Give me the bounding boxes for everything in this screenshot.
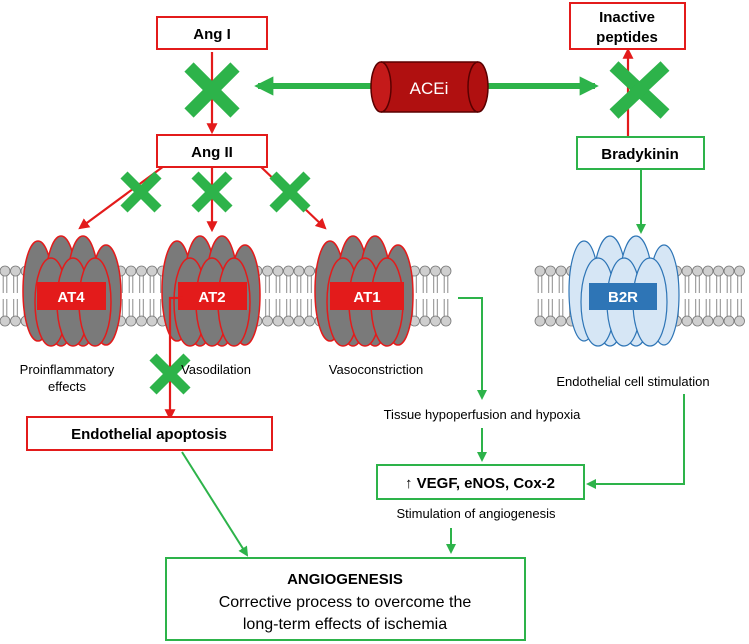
lipid-head xyxy=(262,265,273,277)
b2r-label: B2R xyxy=(608,289,638,306)
block-cross-apoptosis xyxy=(149,353,191,395)
lipid-head xyxy=(304,265,315,277)
angiogenesis-line1: Corrective process to overcome the xyxy=(219,594,472,611)
lipid-head xyxy=(272,265,284,277)
lipid-head xyxy=(125,265,137,277)
lipid-head xyxy=(702,265,714,277)
at1-label: AT1 xyxy=(353,289,380,306)
lipid-head xyxy=(430,265,441,277)
apoptosis-label: Endothelial apoptosis xyxy=(71,426,227,443)
lipid-head xyxy=(713,315,724,327)
at2-label: AT2 xyxy=(198,289,225,306)
vasoconstriction-label: Vasoconstriction xyxy=(329,362,423,377)
lipid-head xyxy=(555,315,567,327)
lipid-head xyxy=(146,315,158,327)
stimulation-angiogenesis-label: Stimulation of angiogenesis xyxy=(397,506,556,521)
lipid-head xyxy=(419,315,431,327)
acei-drug-capsule: ACEi xyxy=(370,61,489,113)
lipid-head xyxy=(681,315,693,327)
lipid-head xyxy=(713,265,724,277)
lipid-head xyxy=(293,315,305,327)
node-ang2: Ang II xyxy=(156,134,268,168)
endothelial-stimulation-label: Endothelial cell stimulation xyxy=(556,374,709,389)
lipid-head xyxy=(534,265,546,277)
lipid-head xyxy=(146,265,158,277)
lipid-head xyxy=(272,315,284,327)
lipid-head xyxy=(681,265,693,277)
lipid-head xyxy=(440,265,452,277)
block-cross-at1 xyxy=(269,171,311,213)
angiogenesis-line2: long-term effects of ischemia xyxy=(243,616,447,633)
lipid-head xyxy=(545,315,556,327)
lipid-head xyxy=(262,315,273,327)
lipid-head xyxy=(10,315,21,327)
proinflammatory-label-1: Proinflammatory xyxy=(20,362,115,377)
receptor-at1: AT1 xyxy=(314,235,414,347)
lipid-head xyxy=(0,315,11,327)
lipid-head xyxy=(734,265,745,277)
inactive-line2: peptides xyxy=(596,29,658,46)
lipid-head xyxy=(534,315,546,327)
ang2-label: Ang II xyxy=(191,144,233,161)
arrow-apoptosis-to-angiogenesis xyxy=(181,451,249,557)
inactive-line1: Inactive xyxy=(599,9,655,26)
lipid-head xyxy=(692,265,703,277)
proinflammatory-label-2: effects xyxy=(48,379,87,394)
lipid-head xyxy=(723,315,735,327)
block-cross-ang1 xyxy=(184,62,240,118)
lipid-head xyxy=(136,315,147,327)
lipid-head xyxy=(0,265,11,277)
vasodilation-label: Vasodilation xyxy=(181,362,251,377)
lipid-head xyxy=(692,315,703,327)
receptor-at2: AT2 xyxy=(161,235,261,347)
hypoperfusion-label: Tissue hypoperfusion and hypoxia xyxy=(384,407,582,422)
bradykinin-label: Bradykinin xyxy=(601,146,679,163)
node-inactive-peptides: Inactive peptides xyxy=(569,2,686,50)
receptor-at4: AT4 xyxy=(22,235,122,347)
block-cross-inactive xyxy=(609,61,670,119)
lipid-head xyxy=(702,315,714,327)
lipid-head xyxy=(419,265,431,277)
growth-factors-label: ↑ VEGF, eNOS, Cox-2 xyxy=(405,475,555,492)
arrow-at1-to-hypoperfusion xyxy=(458,297,487,400)
lipid-head xyxy=(283,315,294,327)
lipid-head xyxy=(293,265,305,277)
lipid-head xyxy=(283,265,294,277)
block-cross-at4 xyxy=(120,171,162,213)
lipid-head xyxy=(136,265,147,277)
lipid-head xyxy=(440,315,452,327)
node-angiogenesis: ANGIOGENESIS Corrective process to overc… xyxy=(165,557,526,641)
node-endothelial-apoptosis: Endothelial apoptosis xyxy=(26,416,273,451)
arrow-stimulation-to-vegf xyxy=(586,394,685,489)
lipid-head xyxy=(125,315,137,327)
block-cross-at2 xyxy=(191,171,233,213)
node-ang1: Ang I xyxy=(156,16,268,50)
lipid-head xyxy=(545,265,556,277)
ang1-label: Ang I xyxy=(193,26,231,43)
lipid-head xyxy=(555,265,567,277)
lipid-head xyxy=(734,315,745,327)
lipid-head xyxy=(304,315,315,327)
lipid-head xyxy=(430,315,441,327)
lipid-head xyxy=(723,265,735,277)
node-bradykinin: Bradykinin xyxy=(576,136,705,170)
at4-label: AT4 xyxy=(57,289,85,306)
angiogenesis-title: ANGIOGENESIS xyxy=(287,571,403,588)
receptor-b2r: B2R xyxy=(568,235,680,347)
lipid-head xyxy=(10,265,21,277)
node-growth-factors: ↑ VEGF, eNOS, Cox-2 xyxy=(376,464,585,500)
acei-label: ACEi xyxy=(410,79,449,98)
